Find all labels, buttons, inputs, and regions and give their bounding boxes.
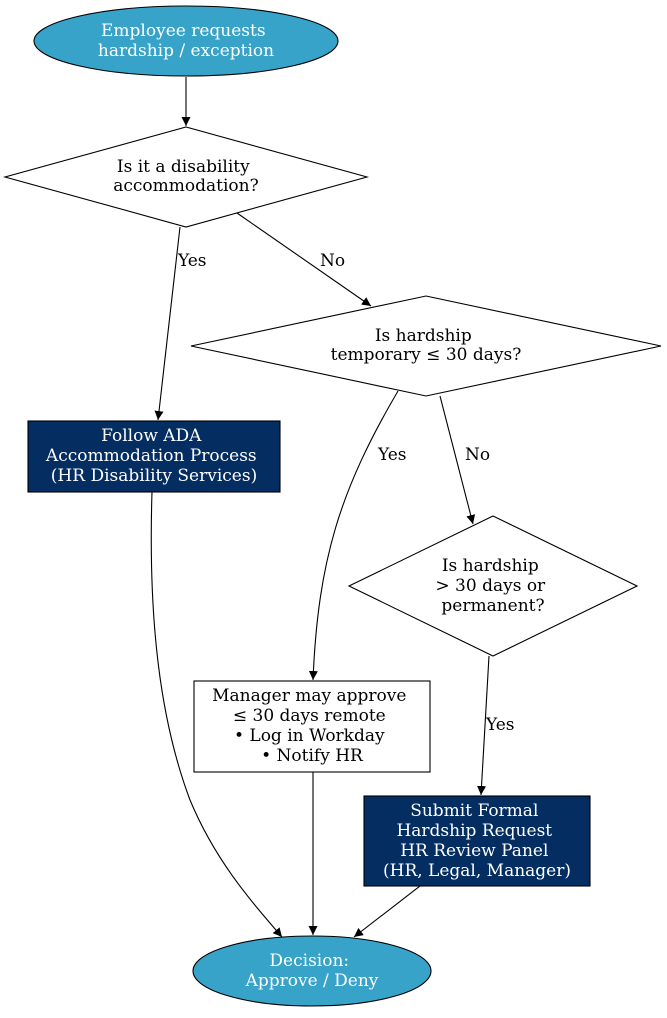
decision-line-2: Approve / Deny xyxy=(245,971,379,991)
start-label: Employee requests hardship / exception xyxy=(98,21,274,61)
node-decision: Decision: Approve / Deny xyxy=(192,935,432,1007)
long-term-decision-shape xyxy=(347,515,639,657)
ada-process-line-2: Accommodation Process xyxy=(45,446,257,466)
formal-request-shape xyxy=(363,795,591,887)
ada-process-shape xyxy=(27,420,281,493)
formal-request-line-4: (HR, Legal, Manager) xyxy=(383,861,571,881)
ada-process-line-1: Follow ADA xyxy=(101,426,202,446)
edge-temporary-to-manager xyxy=(308,390,399,681)
label-disability-no: No xyxy=(320,251,345,271)
label-temporary-yes: Yes xyxy=(377,445,407,465)
long-term-decision-line-3: permanent? xyxy=(441,596,544,616)
manager-approval-label: Manager may approve ≤ 30 days remote • L… xyxy=(212,686,412,766)
node-long-term-decision: Is hardship > 30 days or permanent? xyxy=(347,515,639,657)
long-term-decision-label: Is hardship > 30 days or permanent? xyxy=(435,556,550,616)
temporary-decision-shape xyxy=(190,295,662,397)
manager-approval-line-2: ≤ 30 days remote xyxy=(233,706,386,726)
ada-process-label: Follow ADA Accommodation Process (HR Dis… xyxy=(45,426,262,486)
decision-label: Decision: Approve / Deny xyxy=(245,951,379,991)
manager-approval-line-4: • Notify HR xyxy=(261,746,364,766)
manager-approval-shape xyxy=(193,680,431,773)
long-term-decision-line-1: Is hardship xyxy=(442,556,539,576)
temporary-decision-label: Is hardship temporary ≤ 30 days? xyxy=(331,326,522,365)
temporary-decision-line-1: Is hardship xyxy=(375,326,472,346)
long-term-decision-line-2: > 30 days or xyxy=(435,576,546,596)
disability-decision-shape xyxy=(2,126,370,228)
node-manager-approval: Manager may approve ≤ 30 days remote • L… xyxy=(193,680,431,773)
label-temporary-no: No xyxy=(465,445,490,465)
formal-request-line-1: Submit Formal xyxy=(410,801,538,821)
disability-decision-label: Is it a disability accommodation? xyxy=(113,157,258,196)
node-ada-process: Follow ADA Accommodation Process (HR Dis… xyxy=(27,420,281,493)
edge-long-to-formal xyxy=(477,655,490,796)
label-disability-yes: Yes xyxy=(177,251,207,271)
node-temporary-decision: Is hardship temporary ≤ 30 days? xyxy=(190,295,662,397)
edge-labels: Yes No Yes No Yes xyxy=(177,251,515,735)
edge-ada-to-decision xyxy=(150,491,283,938)
disability-decision-line-2: accommodation? xyxy=(113,176,258,196)
edge-disability-to-ada xyxy=(154,226,181,421)
manager-approval-line-3: • Log in Workday xyxy=(234,726,385,746)
start-shape xyxy=(33,5,339,77)
edge-formal-to-decision xyxy=(353,885,421,938)
temporary-decision-line-2: temporary ≤ 30 days? xyxy=(331,345,522,365)
formal-request-line-2: Hardship Request xyxy=(396,821,552,841)
edge-disability-to-temporary xyxy=(236,212,372,307)
decision-shape xyxy=(192,935,432,1007)
edges xyxy=(150,77,490,938)
node-formal-request: Submit Formal Hardship Request HR Review… xyxy=(363,795,591,887)
formal-request-label: Submit Formal Hardship Request HR Review… xyxy=(383,801,571,881)
formal-request-line-3: HR Review Panel xyxy=(400,841,548,861)
start-line-1: Employee requests xyxy=(101,21,266,41)
label-long-yes: Yes xyxy=(485,715,515,735)
manager-approval-line-1: Manager may approve xyxy=(212,686,406,706)
edge-temporary-to-long xyxy=(439,395,476,525)
start-line-2: hardship / exception xyxy=(98,41,274,61)
node-disability-decision: Is it a disability accommodation? xyxy=(2,126,370,228)
disability-decision-line-1: Is it a disability xyxy=(117,157,250,177)
decision-line-1: Decision: xyxy=(269,951,349,971)
ada-process-line-3: (HR Disability Services) xyxy=(51,466,257,486)
node-start: Employee requests hardship / exception xyxy=(33,5,339,77)
